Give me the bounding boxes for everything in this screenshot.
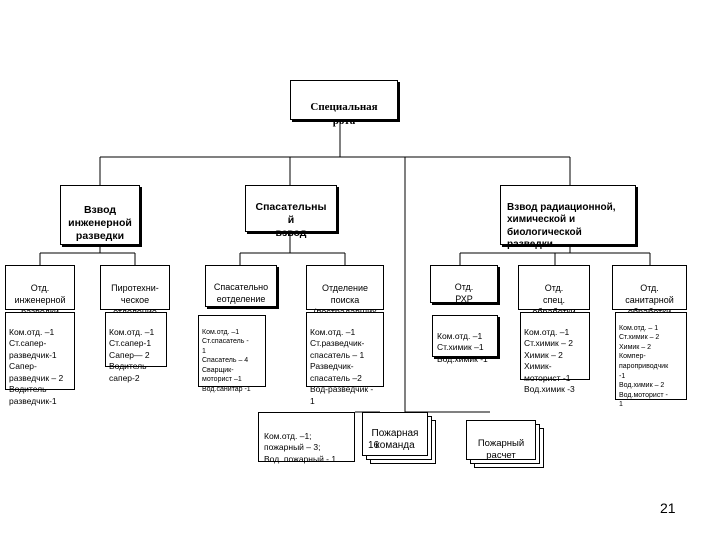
san-staff: Ком.отд. – 1 Ст.химик – 2 Химик – 2 Комп… (619, 324, 669, 409)
company-title: Специальная рота (310, 101, 378, 127)
engineer-platoon-box: Взвод инженерной разведки (60, 185, 140, 245)
eng-recon-section-box: Отд. инженерной разведки (5, 265, 75, 317)
rescue-section-title: Спасательно еотделение (213, 282, 269, 304)
eng-recon-staff-box: Ком.отд. –1 Ст.сапер- разведчик-1 Сапер-… (5, 312, 75, 406)
rescue-section-box: Спасательно еотделение (205, 265, 277, 307)
fire-crew-title: Пожарный расчет (477, 438, 525, 461)
fire-staff: Ком.отд. –1; пожарный – 3; Вод. пожарный… (264, 430, 337, 464)
pyro-staff: Ком.отд. –1 Ст.сапер-1 Сапер— 2 Водитель… (109, 326, 155, 383)
san-section-box: Отд. санитарной обработки (612, 265, 687, 317)
eng-recon-staff: Ком.отд. –1 Ст.сапер- разведчик-1 Сапер-… (9, 326, 64, 406)
search-staff-box: Ком.отд. –1 Ст.разведчик- спасатель – 1 … (306, 312, 384, 406)
rkhr-section-title: Отд. РХР (454, 282, 474, 304)
search-staff: Ком.отд. –1 Ст.разведчик- спасатель – 1 … (310, 326, 374, 406)
fire-staff-box: Ком.отд. –1; пожарный – 3; Вод. пожарный… (258, 412, 355, 464)
spec-staff: Ком.отд. –1 Ст.химик – 2 Химик – 2 Химик… (524, 326, 575, 395)
fire-crew-box: Пожарный расчет (466, 420, 536, 461)
san-staff-box: Ком.отд. – 1 Ст.химик – 2 Химик – 2 Комп… (615, 312, 687, 408)
company-box: Специальная рота (290, 80, 398, 127)
rescue-platoon-box: Спасательны й взвод (245, 185, 337, 239)
radiation-platoon-title: Взвод радиационной, химической и биологи… (507, 201, 616, 251)
spec-section-box: Отд. спец. обработки (518, 265, 590, 317)
rescue-platoon-title: Спасательны й взвод (255, 201, 327, 239)
fire-team-box: Пожарная команда (362, 412, 428, 456)
rkhr-staff-box: Ком.отд. –1 Ст.химик –1 Вод.химик -1 (432, 315, 498, 364)
rescue-staff-box: Ком.отд. –1 Ст.спасатель - 1 Спасатель –… (198, 315, 266, 393)
fire-team-title: Пожарная команда (371, 428, 419, 451)
pyro-section-box: Пиротехни- ческое отделение (100, 265, 170, 317)
pyro-staff-box: Ком.отд. –1 Ст.сапер-1 Сапер— 2 Водитель… (105, 312, 167, 383)
rescue-staff: Ком.отд. –1 Ст.спасатель - 1 Спасатель –… (202, 328, 251, 393)
fire-team-count: 16 (368, 440, 380, 451)
rkhr-section-box: Отд. РХР (430, 265, 498, 304)
rkhr-staff: Ком.отд. –1 Ст.химик –1 Вод.химик -1 (437, 330, 488, 364)
page-number: 21 (660, 500, 676, 516)
spec-staff-box: Ком.отд. –1 Ст.химик – 2 Химик – 2 Химик… (520, 312, 590, 394)
search-section-box: Отделение поиска (пострадавших (306, 265, 384, 317)
radiation-platoon-box: Взвод радиационной, химической и биологи… (500, 185, 636, 250)
engineer-platoon-title: Взвод инженерной разведки (68, 204, 132, 242)
